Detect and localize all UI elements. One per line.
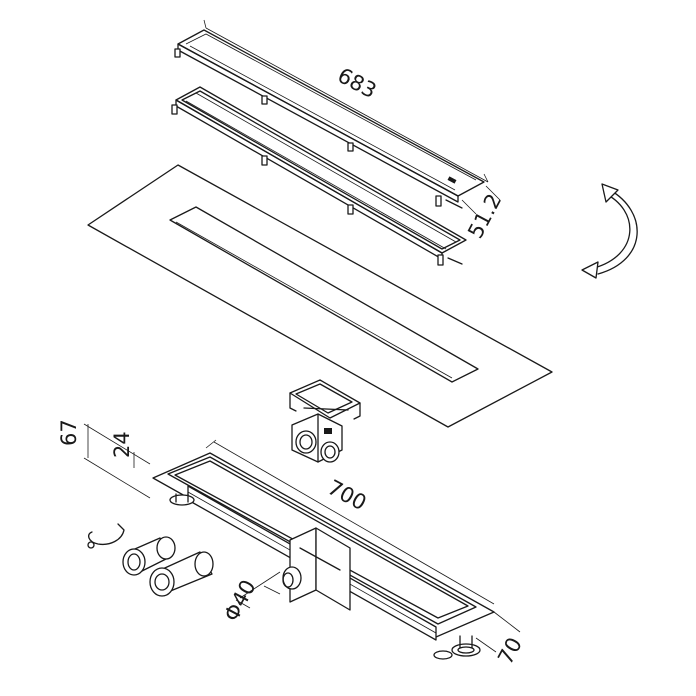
adjustable-foot-right bbox=[433, 635, 481, 660]
curved-double-arrow-icon bbox=[581, 183, 638, 279]
dim-outlet-diameter: Φ40 bbox=[219, 576, 261, 625]
dim-grate-length: 683 bbox=[334, 63, 381, 103]
frame-feet bbox=[171, 104, 463, 266]
dim-inner-height: 24 bbox=[110, 431, 134, 458]
dimension-lines bbox=[83, 19, 521, 653]
outlet-trap bbox=[289, 379, 361, 463]
dim-grate-width: 51.2 bbox=[463, 190, 506, 243]
pipe-connector-1 bbox=[122, 536, 176, 576]
pipe-connector-2 bbox=[149, 551, 214, 597]
top-grate bbox=[174, 29, 485, 209]
floor-tile bbox=[87, 164, 553, 428]
hook-tool bbox=[87, 523, 125, 549]
dim-channel-width: 70 bbox=[493, 633, 527, 668]
dim-channel-height: 67 bbox=[57, 419, 81, 446]
drain-channel bbox=[152, 452, 495, 660]
adjustable-foot-left bbox=[169, 493, 195, 506]
grate-frame bbox=[171, 86, 467, 266]
grate-feet bbox=[174, 48, 463, 209]
